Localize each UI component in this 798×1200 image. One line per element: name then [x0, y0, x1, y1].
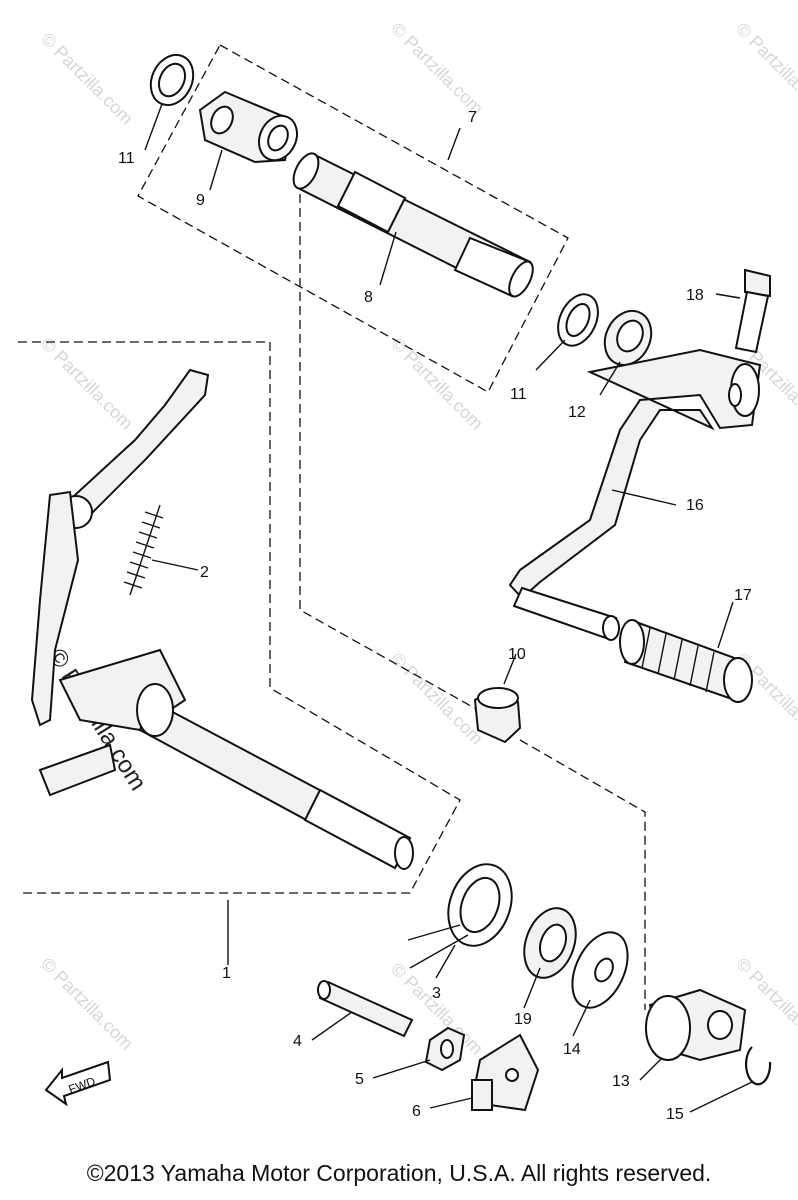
watermark-1: © Partzilla.com [37, 29, 137, 129]
callout-12: 12 [568, 404, 586, 421]
part-kick-pedal-shaft [512, 586, 620, 641]
fwd-arrow-icon: FWD [44, 1060, 112, 1107]
part-kick-gear-13 [645, 988, 747, 1062]
part-spring-2 [123, 504, 164, 596]
callout-11-upper: 11 [118, 150, 135, 167]
part-oil-seal-12 [603, 309, 653, 367]
callout-13: 13 [612, 1073, 630, 1090]
part-bushing-9 [198, 90, 298, 164]
callouts: 1 2 3 4 5 6 7 8 9 10 11 11 12 13 14 15 1… [118, 109, 752, 1123]
leader-lines [144, 103, 753, 1113]
callout-5: 5 [355, 1071, 364, 1088]
part-kick-rubber-17 [619, 619, 753, 703]
callout-1: 1 [222, 965, 231, 982]
watermark-2: © Partzilla.com [387, 19, 487, 119]
part-pin-4 [317, 980, 414, 1038]
part-washer-11-upper [149, 53, 195, 107]
callout-14: 14 [563, 1041, 581, 1058]
part-bolt-18 [734, 268, 771, 354]
callout-17: 17 [734, 587, 752, 604]
part-kick-crank-16 [508, 348, 762, 600]
watermark-3: © Partzilla.com [732, 19, 798, 119]
watermark-4: © Partzilla.com [37, 334, 137, 434]
group-outline-7 [137, 44, 569, 393]
callout-7: 7 [468, 109, 477, 126]
group-outline-1 [18, 341, 461, 894]
callout-4: 4 [293, 1033, 302, 1050]
callout-3: 3 [432, 985, 441, 1002]
part-torsion-spring-3 [407, 863, 513, 969]
part-kick-shaft-8 [292, 152, 534, 298]
callout-16: 16 [686, 497, 704, 514]
copyright-notice: ©2013 Yamaha Motor Corporation, U.S.A. A… [86, 1160, 712, 1186]
part-nut-5 [424, 1026, 466, 1072]
callout-6: 6 [412, 1103, 421, 1120]
callout-15: 15 [666, 1106, 684, 1123]
part-collar-10 [473, 687, 522, 744]
alignment-line-shaft [299, 180, 479, 711]
callout-8: 8 [364, 289, 373, 306]
part-oil-seal-19 [523, 907, 577, 979]
part-circlip-15 [744, 1046, 772, 1086]
watermark-7: © Partzilla.com [387, 649, 487, 749]
alignment-line-kick [519, 739, 646, 1010]
part-shift-shaft-1 [30, 368, 414, 870]
callout-10: 10 [508, 646, 526, 663]
watermark-9: © Partzilla.com [37, 954, 137, 1054]
part-washer-14 [571, 931, 629, 1009]
parts-diagram: © Partzilla.com © Partzilla.com © Partzi… [18, 19, 798, 1123]
part-washer-11-lower [557, 293, 599, 347]
callout-9: 9 [196, 192, 205, 209]
callout-19: 19 [514, 1011, 532, 1028]
watermarks: © Partzilla.com © Partzilla.com © Partzi… [37, 19, 798, 1059]
callout-18: 18 [686, 287, 704, 304]
callout-2: 2 [200, 564, 209, 581]
part-plate-6 [471, 1033, 540, 1112]
callout-11-lower: 11 [510, 386, 527, 403]
